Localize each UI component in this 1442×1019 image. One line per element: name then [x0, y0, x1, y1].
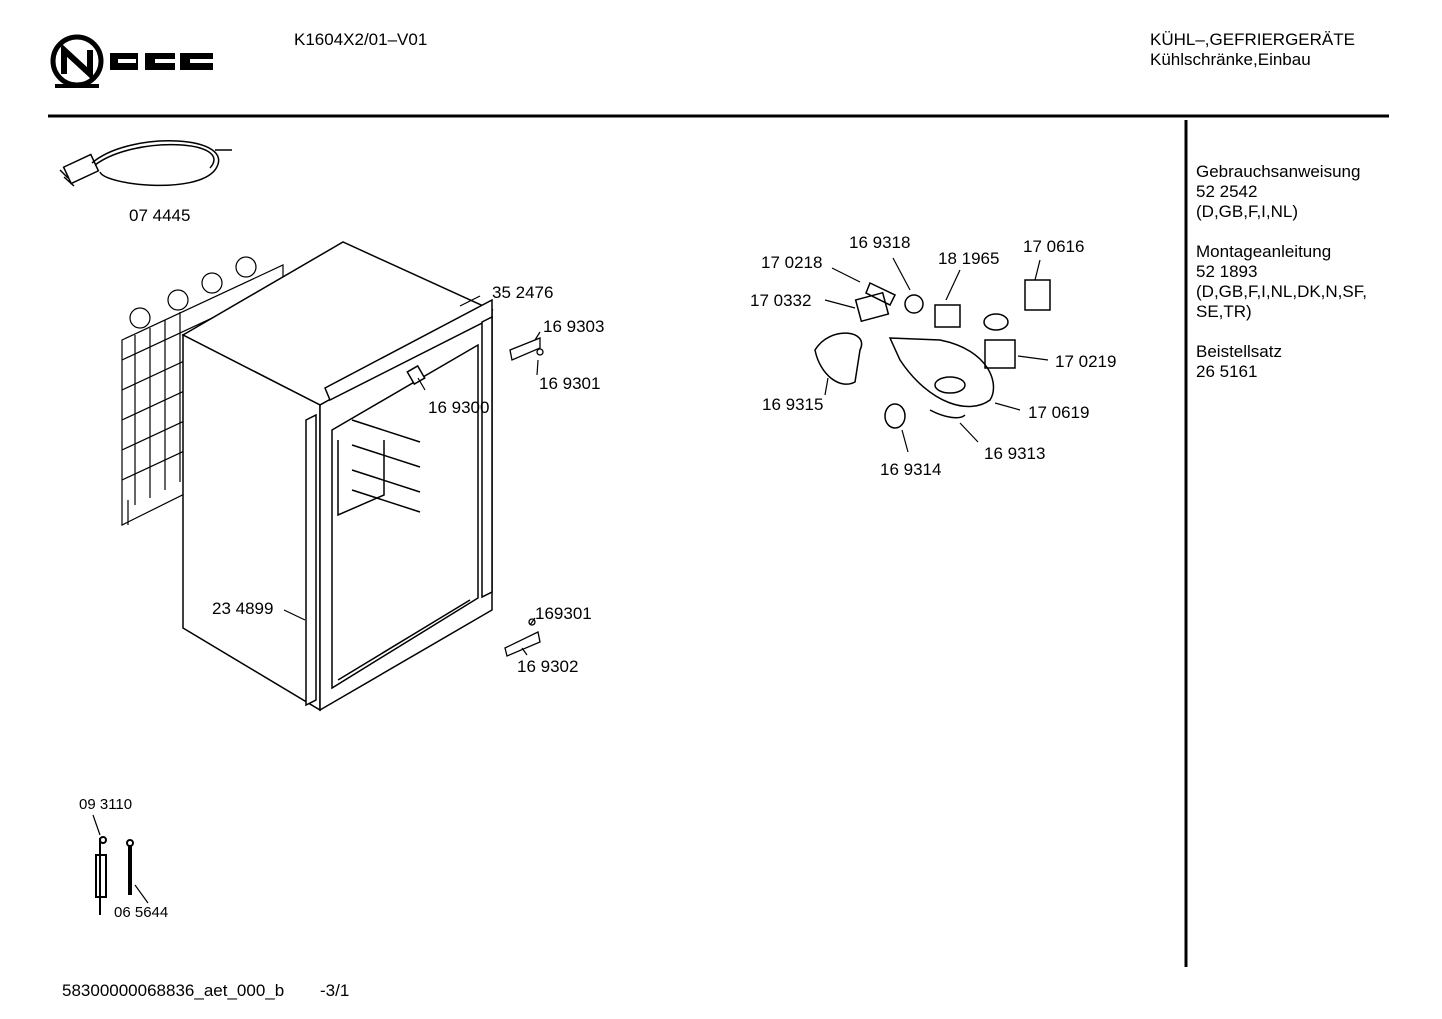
part-label: 09 3110 [79, 796, 133, 813]
part-label: 06 5644 [114, 904, 169, 921]
page-number: -3/1 [320, 981, 350, 1000]
part-label: 07 4445 [129, 206, 191, 225]
power-cord-drawing [59, 140, 232, 187]
part-label: 169301 [535, 604, 592, 623]
doc-languages-cont: SE,TR) [1196, 302, 1252, 321]
part-label: 35 2476 [492, 283, 554, 302]
part-label: 16 9313 [984, 444, 1046, 463]
doc-title: Montageanleitung [1196, 242, 1332, 261]
part-label: 23 4899 [212, 599, 274, 618]
part-label: 17 0219 [1055, 352, 1117, 371]
part-label: 16 9315 [762, 395, 824, 414]
part-label: 16 9303 [543, 317, 605, 336]
category-line-2: Kühlschränke,Einbau [1150, 50, 1311, 69]
neff-logo [50, 34, 213, 88]
part-label: 16 9318 [849, 233, 911, 252]
part-label: 17 0332 [750, 291, 812, 310]
doc-title: Beistellsatz [1196, 342, 1282, 361]
doc-number: 26 5161 [1196, 362, 1258, 381]
part-label: 17 0619 [1028, 403, 1090, 422]
part-label: 16 9314 [880, 460, 942, 479]
part-label: 16 9301 [539, 374, 601, 393]
sidebar-doc-manual: Gebrauchsanweisung 52 2542 (D,GB,F,I,NL) [1196, 162, 1360, 222]
sidebar-doc-kit: Beistellsatz 26 5161 [1196, 342, 1282, 382]
model-number: K1604X2/01–V01 [294, 30, 428, 49]
doc-languages: (D,GB,F,I,NL) [1196, 202, 1299, 221]
hinge-brackets [504, 337, 544, 657]
part-label: 18 1965 [938, 249, 1000, 268]
doc-number: 52 2542 [1196, 182, 1258, 201]
document-id: 58300000068836_aet_000_b [62, 981, 285, 1000]
part-label: 16 9302 [517, 657, 579, 676]
part-label: 16 9300 [428, 398, 490, 417]
sidebar-doc-installation: Montageanleitung 52 1893 (D,GB,F,I,NL,DK… [1196, 242, 1367, 322]
doc-number: 52 1893 [1196, 262, 1258, 281]
sensor-drawing [95, 836, 134, 915]
part-label: 17 0616 [1023, 237, 1085, 256]
doc-title: Gebrauchsanweisung [1196, 162, 1361, 181]
light-housing-drawing [814, 279, 1051, 429]
category-line-1: KÜHL–,GEFRIERGERÄTE [1150, 30, 1355, 49]
cabinet-drawing [181, 241, 494, 712]
part-label: 17 0218 [761, 253, 823, 272]
doc-languages: (D,GB,F,I,NL,DK,N,SF, [1196, 282, 1367, 301]
leader-lines [92, 257, 1049, 904]
